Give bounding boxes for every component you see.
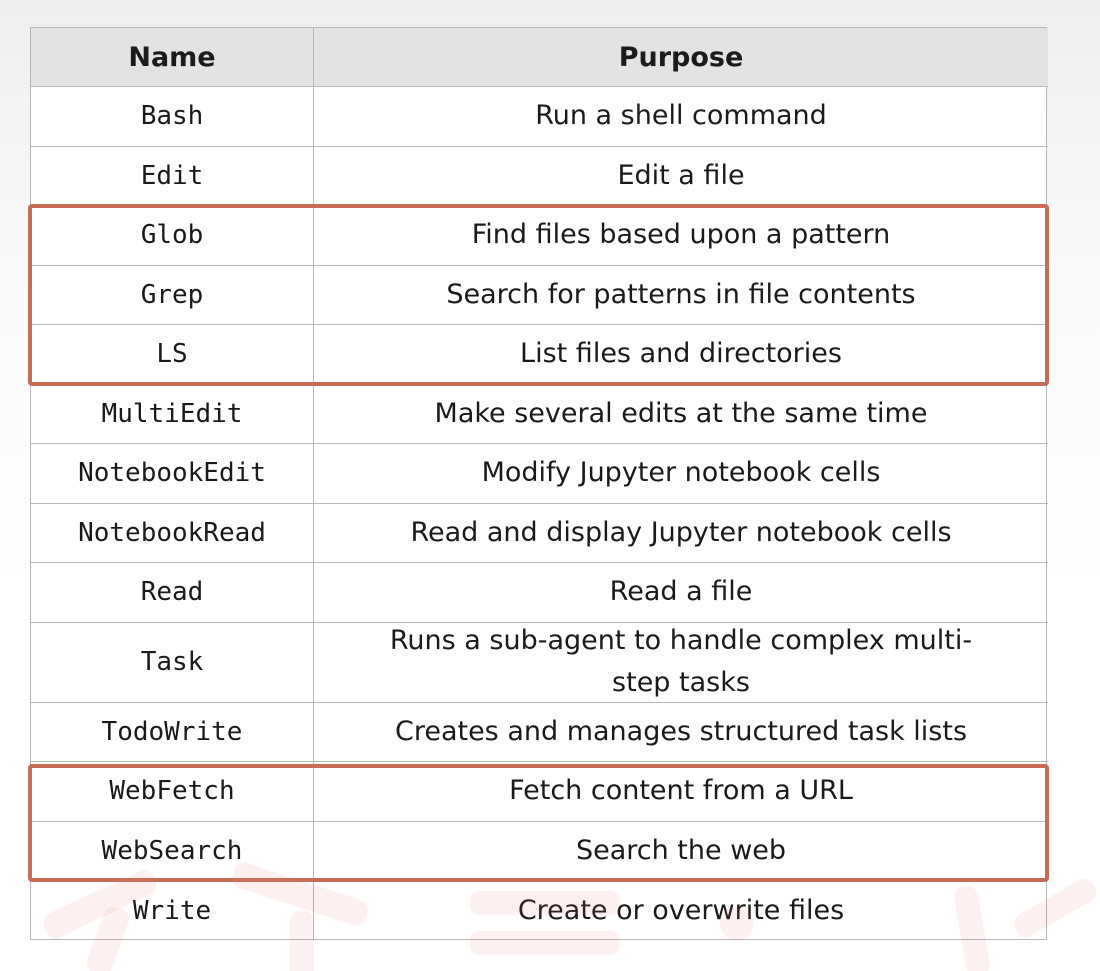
tool-purpose-edit: Edit a file (314, 147, 1048, 206)
tool-name-write: Write (31, 881, 314, 941)
tool-name-notebookread: NotebookRead (31, 503, 314, 563)
tool-name-bash: Bash (31, 87, 314, 147)
tool-purpose-websearch: Search the web (314, 822, 1048, 881)
tool-name-grep: Grep (31, 265, 314, 325)
tool-purpose-read: Read a file (314, 563, 1048, 623)
header-purpose: Purpose (314, 28, 1048, 87)
header-name: Name (31, 28, 314, 87)
tool-name-websearch: WebSearch (31, 821, 314, 881)
tool-purpose-grep: Search for patterns in file contents (314, 266, 1048, 325)
tool-purpose-task: Runs a sub-agent to handle complex multi… (314, 623, 1048, 703)
tools-table: Name Purpose Bash Run a shell command Ed… (30, 27, 1048, 941)
tool-name-notebookedit: NotebookEdit (31, 444, 314, 504)
tool-purpose-write: Create or overwrite files (517, 894, 845, 926)
tool-name-ls: LS (31, 325, 314, 385)
tool-name-task: Task (31, 622, 314, 703)
tool-name-webfetch: WebFetch (31, 762, 314, 822)
tool-name-multiedit: MultiEdit (31, 384, 314, 444)
tool-name-read: Read (31, 563, 314, 623)
tool-purpose-glob: Find files based upon a pattern (314, 206, 1048, 266)
tool-purpose-bash: Run a shell command (314, 87, 1048, 147)
tool-name-glob: Glob (31, 206, 314, 266)
tool-name-todowrite: TodoWrite (31, 702, 314, 762)
tool-purpose-webfetch: Fetch content from a URL (314, 762, 1048, 822)
tool-name-edit: Edit (31, 146, 314, 206)
tool-purpose-todowrite: Creates and manages structured task list… (314, 703, 1048, 762)
tool-purpose-ls: List files and directories (314, 325, 1048, 385)
tool-purpose-notebookread: Read and display Jupyter notebook cells (314, 504, 1048, 563)
tool-purpose-multiedit: Make several edits at the same time (314, 385, 1048, 444)
tool-purpose-notebookedit: Modify Jupyter notebook cells (314, 444, 1048, 504)
